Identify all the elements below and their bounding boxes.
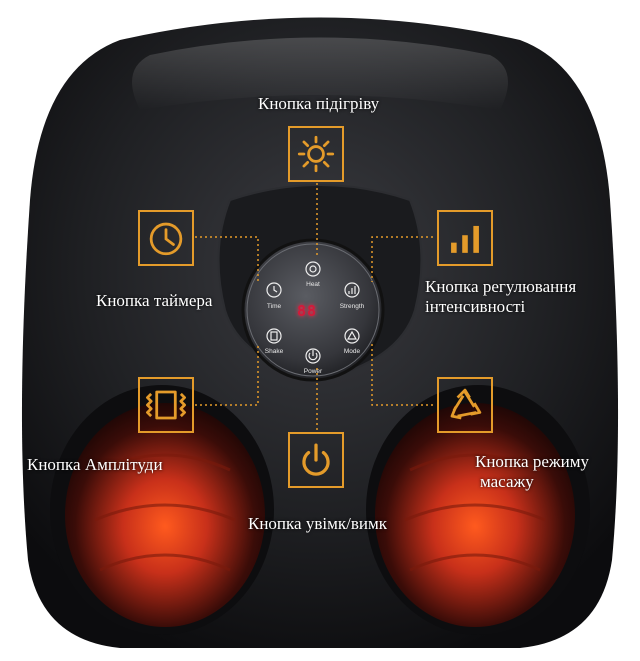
panel-power-label[interactable]: Power <box>303 368 323 375</box>
control-panel <box>241 238 385 382</box>
line-timer <box>195 236 259 282</box>
panel-heat-icon <box>305 261 321 277</box>
panel-time-label[interactable]: Time <box>266 303 282 310</box>
panel-mode-icon <box>344 328 360 344</box>
panel-strength-label[interactable]: Strength <box>339 303 365 310</box>
led-display: 88 <box>297 302 318 320</box>
vibration-icon <box>146 390 186 420</box>
heat-label: Кнопка підігріву <box>258 94 380 113</box>
mode-label-line2: масажу <box>480 472 534 491</box>
callout-lines <box>195 183 433 430</box>
control-panel-rim <box>246 243 380 377</box>
line-strength <box>371 236 433 282</box>
right-roller-texture <box>404 453 546 572</box>
strength-label-line2: інтенсивності <box>425 297 526 316</box>
timer-label: Кнопка таймера <box>96 291 213 310</box>
amplitude-label: Кнопка Амплітуди <box>27 455 163 474</box>
power-callout-box <box>288 432 344 488</box>
mode-label-line1: Кнопка режиму <box>475 452 589 471</box>
panel-shake-label[interactable]: Shake <box>264 348 284 355</box>
panel-power-icon <box>305 348 321 364</box>
line-mode <box>371 344 433 406</box>
line-amplitude <box>195 344 259 406</box>
strength-callout-box <box>437 210 493 266</box>
power-label: Кнопка увімк/вимк <box>248 514 387 533</box>
panel-strength-icon <box>344 282 360 298</box>
timer-callout-box <box>138 210 194 266</box>
bar-chart-icon <box>451 225 479 253</box>
clock-icon <box>149 222 183 256</box>
device-top-shine <box>132 37 508 110</box>
panel-shake-icon <box>266 328 282 344</box>
sun-icon <box>297 135 335 173</box>
mode-callout-box <box>437 377 493 433</box>
left-foot-glow <box>65 403 265 627</box>
panel-time-icon <box>266 282 282 298</box>
power-icon <box>302 443 330 476</box>
heat-callout-box <box>288 126 344 182</box>
strength-label-line1: Кнопка регулювання <box>425 277 577 296</box>
panel-mode-label[interactable]: Mode <box>343 348 361 355</box>
left-roller-texture <box>94 453 236 572</box>
recycle-icon <box>450 388 482 420</box>
panel-heat-label[interactable]: Heat <box>306 281 320 288</box>
right-foot-glow <box>375 403 575 627</box>
amplitude-callout-box <box>138 377 194 433</box>
